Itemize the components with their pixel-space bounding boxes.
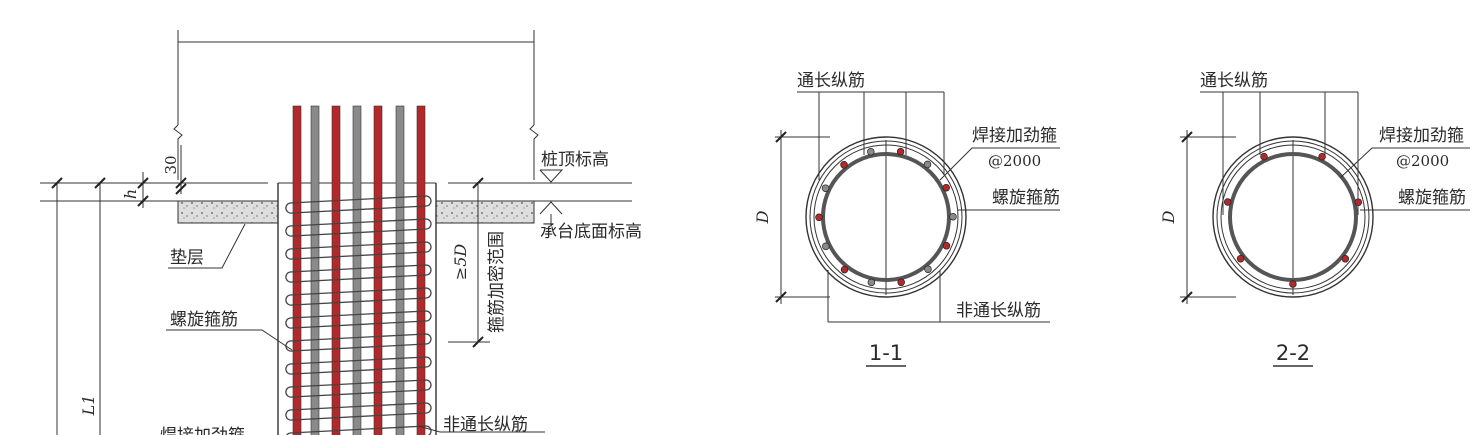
densify-range-label: 箍筋加密范围	[487, 231, 507, 333]
section-bar	[942, 242, 951, 250]
spiral-loop	[285, 333, 432, 352]
section-1-bars	[815, 147, 957, 287]
longitudinal-bar	[352, 105, 362, 435]
section-1-1: D 通长纵筋 焊接加劲箍 @2000 螺旋箍筋 非通长纵筋 1-1	[753, 71, 1060, 367]
weld-hoop-cut-label: 焊接加劲箍	[160, 426, 245, 435]
dim-h: h	[121, 189, 140, 199]
longitudinal-bar	[395, 105, 405, 435]
section-1-spiral-label: 螺旋箍筋	[992, 188, 1060, 208]
longitudinal-bar	[416, 105, 426, 435]
cushion-left	[177, 200, 279, 224]
spiral-loop	[285, 241, 432, 260]
spiral-loop	[285, 218, 432, 237]
section-2-weld-spacing-label: @2000	[1396, 152, 1449, 170]
section-bar	[815, 213, 823, 222]
section-2-bars	[1223, 152, 1363, 288]
spiral-loop	[286, 425, 432, 435]
dim-5d: ≥5D	[451, 244, 470, 281]
section-1-weld-hoop-label: 焊接加劲箍	[972, 126, 1057, 146]
section-bar	[822, 242, 830, 251]
section-bar	[840, 265, 849, 274]
longitudinal-bar	[292, 105, 302, 435]
section-bar	[867, 147, 875, 156]
section-bar	[1223, 198, 1232, 206]
section-2-dim-d: D	[1159, 210, 1178, 224]
section-2-weld-hoop-label: 焊接加劲箍	[1379, 126, 1464, 146]
section-2-2: D 通长纵筋 焊接加劲箍 @2000 螺旋箍筋 2-2	[1159, 71, 1470, 367]
dim-L1: L1	[79, 395, 98, 417]
section-1-weld-spacing-label: @2000	[988, 152, 1041, 170]
section-bar	[942, 183, 950, 192]
spiral-stirrup-label: 螺旋箍筋	[170, 310, 238, 330]
spiral-loop	[285, 287, 432, 306]
spiral-loop	[285, 264, 432, 283]
top-dimension	[173, 30, 539, 180]
section-1-title: 1-1	[869, 341, 903, 365]
elevation-view: 30 h L1 ≥5D 箍筋加密范围 桩顶标高 承台底面标高 垫层 螺旋箍筋 非…	[40, 30, 642, 435]
section-1-dim-d: D	[753, 210, 772, 224]
longitudinal-bar	[331, 105, 341, 435]
section-bar	[897, 278, 905, 287]
spiral-stirrup	[285, 195, 432, 435]
left-dimensions	[51, 145, 187, 435]
section-2-through-bar-label: 通长纵筋	[1200, 71, 1268, 91]
section-bar	[821, 184, 830, 192]
section-bar	[1318, 152, 1326, 161]
spiral-loop	[285, 402, 432, 421]
section-bar	[840, 161, 848, 169]
non-through-bar-label: 非通长纵筋	[443, 415, 528, 435]
section-bar	[1260, 152, 1268, 161]
cushion-label: 垫层	[170, 248, 204, 268]
cap-bottom-elev-symbol	[539, 201, 563, 215]
pile-top-elev-symbol	[539, 169, 564, 183]
section-bar	[924, 265, 932, 273]
cushion-right	[435, 200, 535, 224]
spiral-loop	[285, 310, 432, 329]
section-bar	[949, 212, 957, 221]
section-1-through-bar-label: 通长纵筋	[797, 71, 865, 91]
section-bar	[923, 160, 932, 169]
section-bar	[896, 147, 905, 156]
section-2-title: 2-2	[1276, 341, 1310, 365]
densify-dimension	[448, 177, 490, 348]
spiral-loop	[285, 356, 432, 375]
spiral-loop	[285, 195, 432, 214]
cap-bottom-elev-label: 承台底面标高	[540, 222, 642, 242]
dim-30: 30	[162, 155, 180, 174]
section-bar	[1236, 254, 1245, 263]
section-bar	[1289, 280, 1297, 288]
section-1-non-through-label: 非通长纵筋	[956, 301, 1041, 321]
section-2-spiral-label: 螺旋箍筋	[1398, 188, 1466, 208]
section-bar	[1341, 255, 1350, 263]
pile-top-elev-label: 桩顶标高	[541, 150, 609, 170]
spiral-loop	[285, 379, 432, 398]
longitudinal-bar	[373, 105, 383, 435]
section-bar	[1354, 198, 1363, 206]
section-bar	[867, 278, 876, 287]
